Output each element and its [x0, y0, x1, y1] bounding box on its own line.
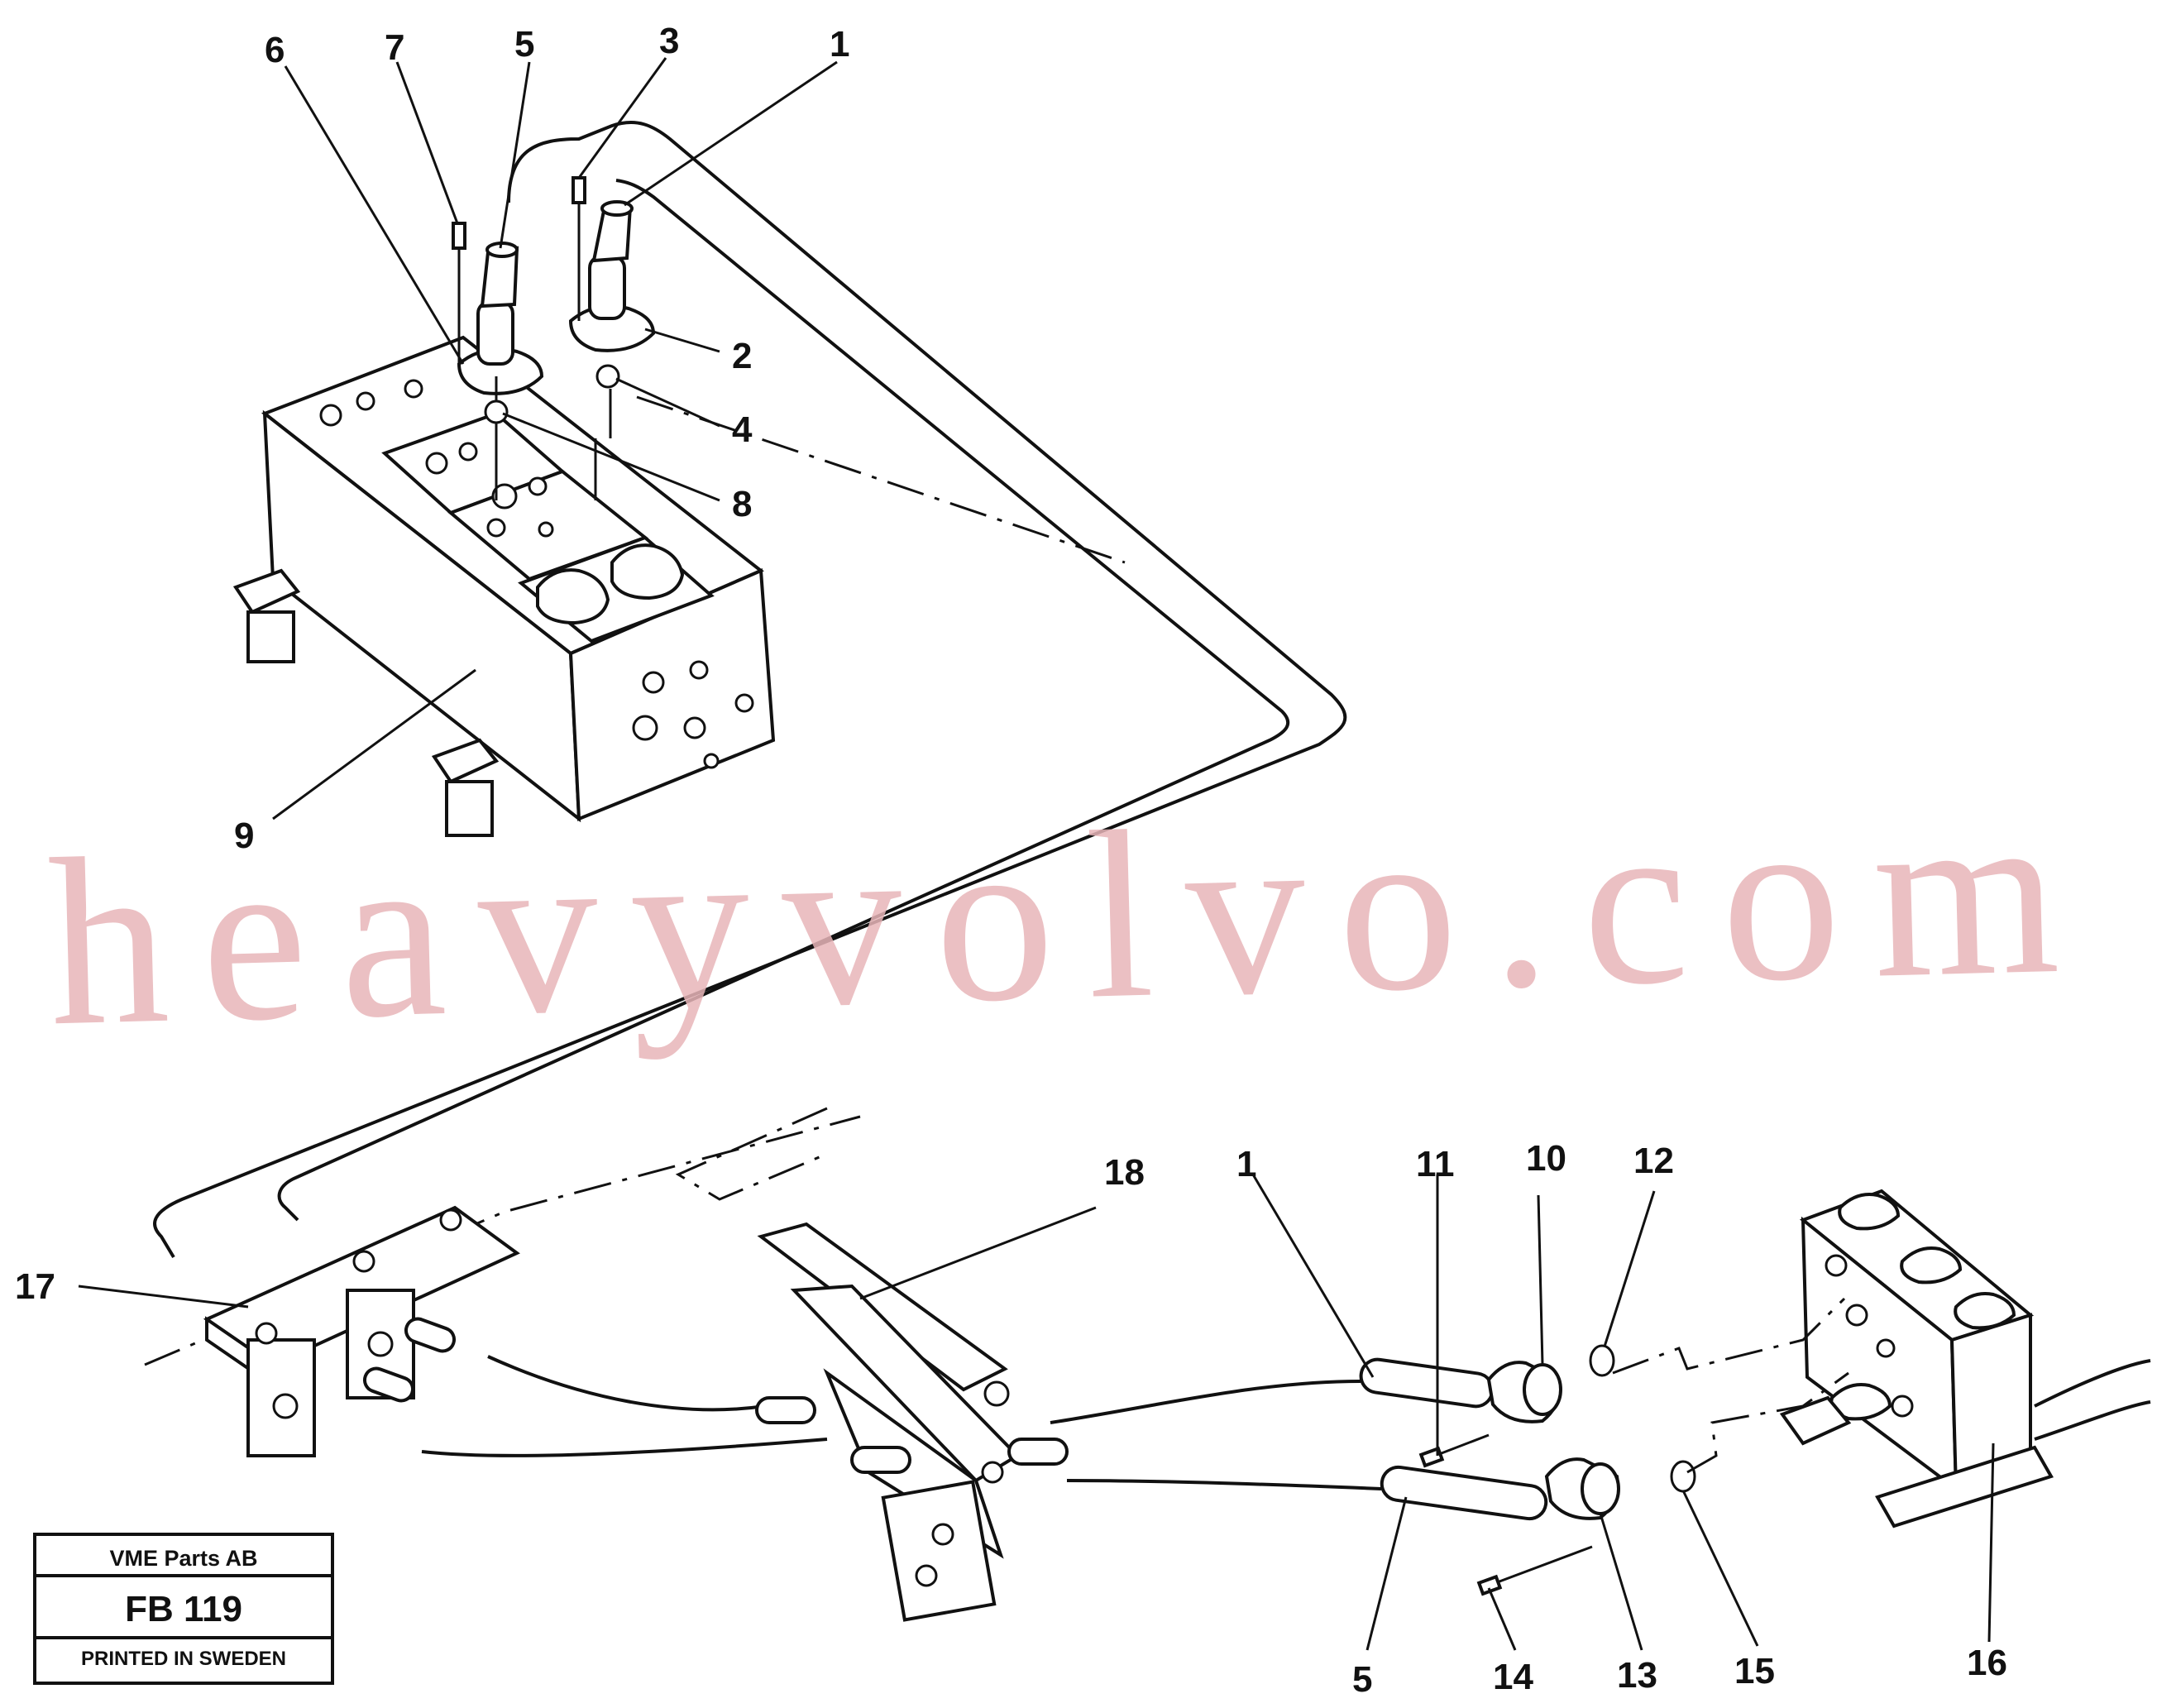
title-block-printed: PRINTED IN SWEDEN [81, 1648, 286, 1670]
callout-13: 13 [1617, 1655, 1657, 1696]
callout-6: 6 [265, 30, 285, 70]
leader-lines [78, 57, 1995, 1651]
title-block-code: FB 119 [125, 1589, 242, 1629]
callout-10: 10 [1526, 1138, 1566, 1179]
callout-14: 14 [1493, 1657, 1533, 1697]
callout-18: 18 [1104, 1152, 1145, 1193]
callout-17: 17 [15, 1266, 55, 1307]
callout-11: 11 [1416, 1144, 1455, 1184]
callout-8: 8 [732, 484, 752, 524]
callout-labels: 6 7 5 3 1 2 4 8 9 18 17 1 11 10 12 5 14 … [15, 21, 2007, 1700]
right-valve-block [1612, 1189, 2151, 1529]
callout-15: 15 [1734, 1651, 1775, 1691]
callout-3: 3 [659, 21, 679, 61]
callout-5-lower: 5 [1352, 1659, 1372, 1700]
callout-2: 2 [732, 336, 752, 376]
callout-5: 5 [514, 24, 534, 65]
pedal-valve [755, 1222, 1382, 1622]
callout-1: 1 [830, 24, 849, 65]
watermark-text: heavyvolvo.com [45, 757, 2095, 1076]
upper-connectors [452, 176, 656, 500]
lower-fittings [1359, 1344, 1696, 1596]
title-block-company: VME Parts AB [109, 1546, 257, 1571]
callout-1-lower: 1 [1236, 1144, 1256, 1184]
callout-7: 7 [385, 27, 404, 68]
title-block: VME Parts AB FB 119 PRINTED IN SWEDEN [33, 1533, 334, 1685]
callout-4: 4 [732, 409, 753, 450]
valve-block [232, 335, 776, 837]
callout-12: 12 [1633, 1141, 1674, 1181]
callout-9: 9 [234, 816, 254, 856]
clamp-bar [203, 1205, 828, 1457]
callout-16: 16 [1967, 1643, 2007, 1683]
